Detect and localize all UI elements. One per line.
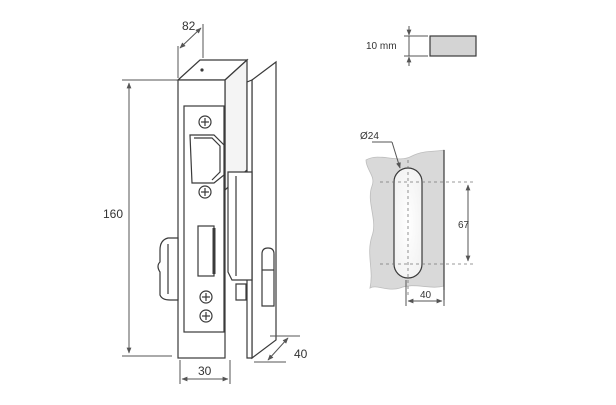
edge-distance-label: 40 bbox=[420, 290, 432, 301]
keep-plate bbox=[227, 171, 253, 281]
hole-diameter-label: Ø24 bbox=[360, 131, 379, 142]
dimension-width bbox=[179, 360, 231, 384]
cylinder-right bbox=[261, 247, 275, 307]
offset-label: 40 bbox=[294, 347, 308, 361]
dimension-depth bbox=[177, 24, 204, 78]
screw-lower-1 bbox=[199, 290, 213, 304]
mortise-lock bbox=[157, 58, 249, 359]
height-label: 160 bbox=[103, 207, 123, 221]
screw-top bbox=[198, 115, 212, 129]
screw-lower-2 bbox=[199, 309, 213, 323]
strike-plate bbox=[227, 60, 277, 360]
dimension-offset bbox=[254, 335, 300, 363]
width-label: 30 bbox=[198, 364, 212, 378]
screw-middle bbox=[198, 185, 212, 199]
hook-bolt bbox=[189, 134, 225, 184]
door-cutout-detail bbox=[365, 141, 476, 306]
depth-label: 82 bbox=[182, 19, 196, 33]
latch-slot bbox=[197, 225, 215, 277]
hole-spacing-label: 67 bbox=[458, 220, 470, 231]
thickness-detail bbox=[404, 26, 477, 66]
thickness-plate bbox=[429, 35, 477, 57]
strike-face bbox=[251, 60, 277, 360]
dimension-height bbox=[122, 79, 178, 357]
thickness-label: 10 mm bbox=[366, 41, 397, 52]
lock-case-side bbox=[224, 58, 248, 192]
